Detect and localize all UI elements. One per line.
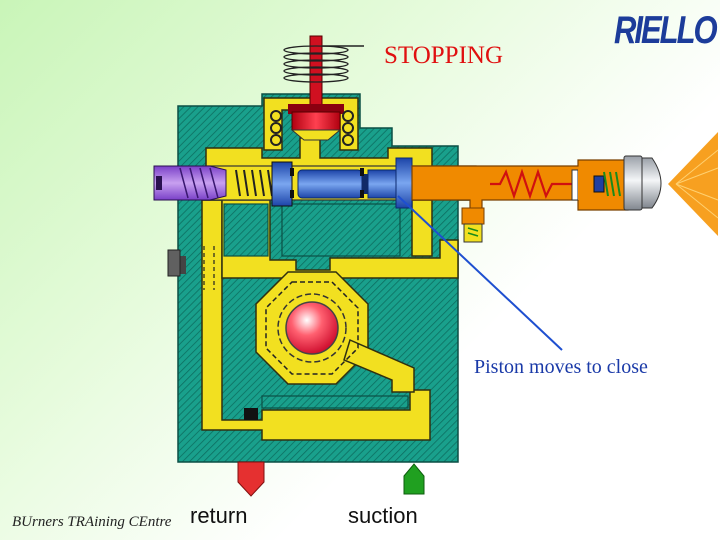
- nozzle-valve: [265, 281, 359, 375]
- gear-ball: [285, 301, 339, 355]
- pointer-line: [397, 195, 563, 351]
- pressure-spring: [270, 35, 364, 146]
- suction-label: suction: [348, 503, 418, 528]
- return-label: return: [190, 503, 248, 528]
- piston: [297, 169, 363, 199]
- page-title: STOPPING: [384, 42, 504, 69]
- piston-annotation: Piston moves to close: [474, 356, 648, 378]
- return-arrow: [237, 461, 265, 497]
- riello-logo: RIELLO: [614, 8, 718, 52]
- footer-text: BUrners TRAining CEntre: [12, 514, 172, 530]
- plug: [244, 408, 258, 420]
- internal-walls: [223, 203, 409, 409]
- regulator-screw: [153, 165, 227, 201]
- suction-arrow: [403, 463, 425, 495]
- spray-cone: [668, 132, 718, 236]
- cutoff-valve: [411, 155, 662, 243]
